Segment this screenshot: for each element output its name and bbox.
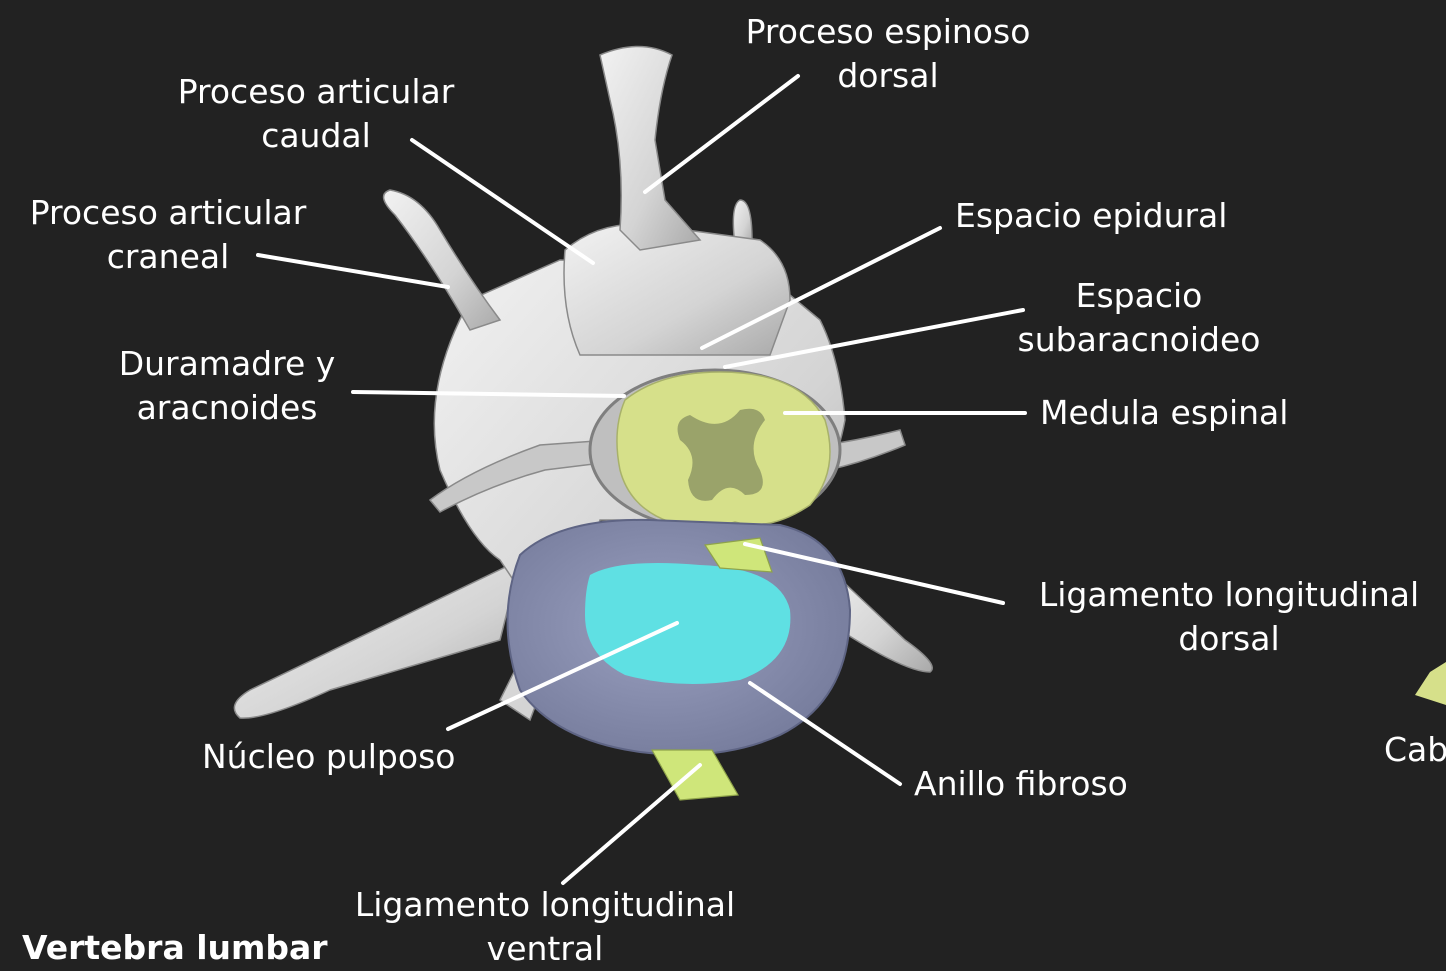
cut-off-figure (1415, 662, 1446, 705)
label-ligamento-dorsal: Ligamento longitudinal dorsal (1016, 573, 1442, 661)
label-duramadre: Duramadre y aracnoides (96, 342, 358, 430)
label-espacio-subaracnoideo: Espacio subaracnoideo (994, 274, 1284, 362)
label-proceso-espinoso: Proceso espinoso dorsal (726, 10, 1050, 98)
label-medula-espinal: Medula espinal (1040, 391, 1288, 435)
transverse-process-left (234, 560, 520, 718)
cut-off-label: Cab (1384, 730, 1446, 769)
label-anillo-fibroso: Anillo fibroso (914, 762, 1128, 806)
caption-vertebra-lumbar: Vertebra lumbar (22, 928, 328, 967)
label-ligamento-ventral: Ligamento longitudinal ventral (332, 883, 758, 971)
ventral-ligament (652, 750, 738, 800)
label-proceso-articular-caudal: Proceso articular caudal (156, 70, 476, 158)
nucleus-pulposus (585, 563, 790, 684)
label-nucleo-pulposo: Núcleo pulposo (202, 735, 455, 779)
label-proceso-articular-craneal: Proceso articular craneal (10, 191, 326, 279)
cranial-articular-process (384, 190, 500, 330)
spinous-process (600, 47, 700, 251)
leader-ligamento-ventral (563, 765, 700, 883)
label-espacio-epidural: Espacio epidural (955, 194, 1227, 238)
